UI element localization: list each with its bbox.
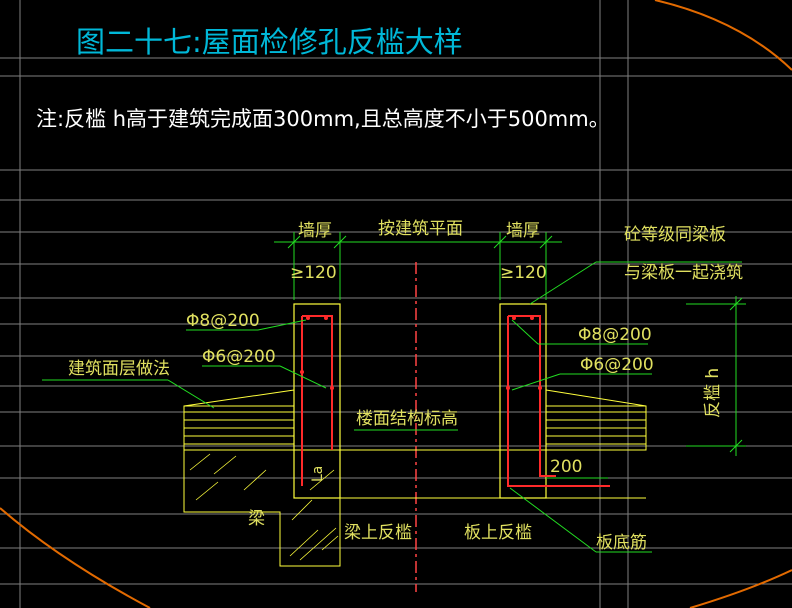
finish-layer-label: 建筑面层做法 [68,359,170,379]
slab-curb-label: 板上反槛 [464,523,532,543]
slab-outline [340,449,646,499]
dim-left-120: ≥120 [290,263,337,283]
anchorage-length-label: La [310,466,326,482]
rebar-phi8-right-label: Φ8@200 [578,325,652,345]
finish-layer-right [545,389,647,451]
by-architectural-plan-label: 按建筑平面 [378,219,463,239]
beam-label: 梁 [248,509,265,529]
top-dimensions [274,232,562,300]
labels: 墙厚 按建筑平面 墙厚 ≥120 ≥120 砼等级同梁板 与梁板一起浇筑 Φ8@… [68,219,743,553]
concrete-grade-note: 砼等级同梁板 [624,225,726,245]
dim-right-120: ≥120 [500,263,547,283]
wall-thickness-right-label: 墙厚 [506,221,540,241]
rebar-phi6-right-label: Φ6@200 [580,355,654,375]
rebar-phi6-left-label: Φ6@200 [202,347,276,367]
wall-thickness-left-label: 墙厚 [298,221,332,241]
beam-curb-label: 梁上反槛 [344,523,412,543]
finish-layer-left [183,389,295,451]
curb-height-dimension [686,296,746,456]
floor-structural-level-label: 楼面结构标高 [356,409,458,429]
drawing-note: 注:反槛 h高于建筑完成面300mm,且总高度不小于500mm。 [36,107,610,131]
drawing-title: 图二十七:屋面检修孔反槛大样 [76,25,463,59]
dim-200-label: 200 [550,457,582,477]
rebar-phi8-left-label: Φ8@200 [186,311,260,331]
cast-with-slab-note: 与梁板一起浇筑 [624,263,743,283]
left-curb [293,303,341,499]
curb-height-label: 反槛 h [703,368,723,418]
slab-bottom-bar-label: 板底筋 [596,533,647,553]
leader-lines [42,261,742,553]
